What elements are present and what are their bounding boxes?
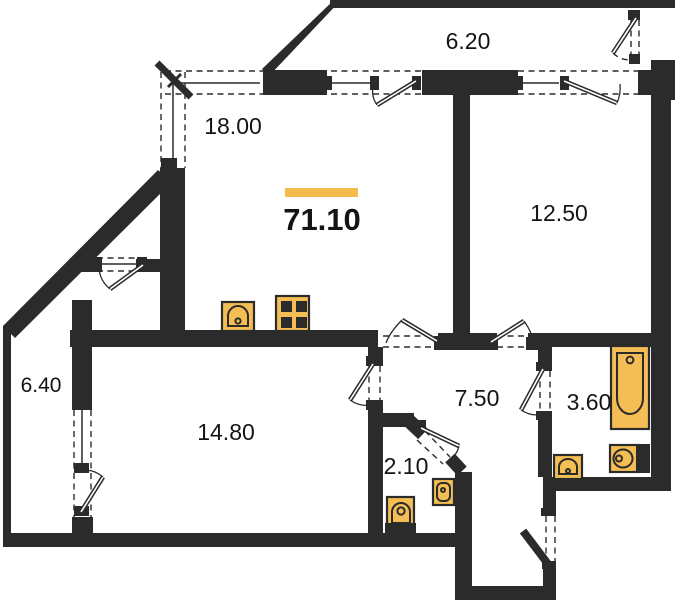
total-area-accent-bar (285, 188, 358, 197)
room-label-living-kitchen: 18.00 (204, 113, 262, 139)
window-door-living (371, 79, 418, 107)
room-labels: 71.10 6.20 18.00 12.50 6.40 14.80 7.50 2… (21, 28, 612, 479)
room-label-balcony-top: 6.20 (446, 28, 491, 54)
room-label-bedroom-2: 14.80 (197, 419, 255, 445)
kitchen-sink (220, 300, 256, 333)
room-label-bedroom: 12.50 (530, 200, 588, 226)
room-label-balcony-left: 6.40 (21, 374, 62, 397)
walls (3, 0, 675, 600)
entrance-door (519, 516, 556, 567)
doors (79, 16, 638, 567)
bathroom-toilet (608, 443, 650, 474)
balcony-end-door (611, 16, 638, 61)
door-bedroom (489, 319, 535, 348)
door-bathroom (518, 367, 551, 416)
wc-sink (431, 477, 456, 507)
fixtures (220, 294, 651, 534)
room-label-bathroom: 3.60 (567, 389, 612, 415)
kitchen-stove (274, 294, 311, 333)
room-label-hallway: 7.50 (455, 385, 500, 411)
window-door-balcony-left (79, 469, 105, 514)
total-area-label: 71.10 (283, 202, 361, 237)
bathtub (609, 344, 651, 431)
door-bedroom-2 (348, 362, 381, 407)
corner-window-mark (154, 60, 194, 100)
bathroom-sink (552, 453, 584, 481)
wc-toilet (385, 495, 416, 534)
door-wc (416, 425, 460, 465)
window-door-bedroom (563, 78, 621, 106)
door-living (383, 318, 439, 348)
room-label-wc: 2.10 (384, 453, 429, 479)
window-door-left-diagonal (98, 263, 145, 291)
window-bands (73, 20, 640, 517)
